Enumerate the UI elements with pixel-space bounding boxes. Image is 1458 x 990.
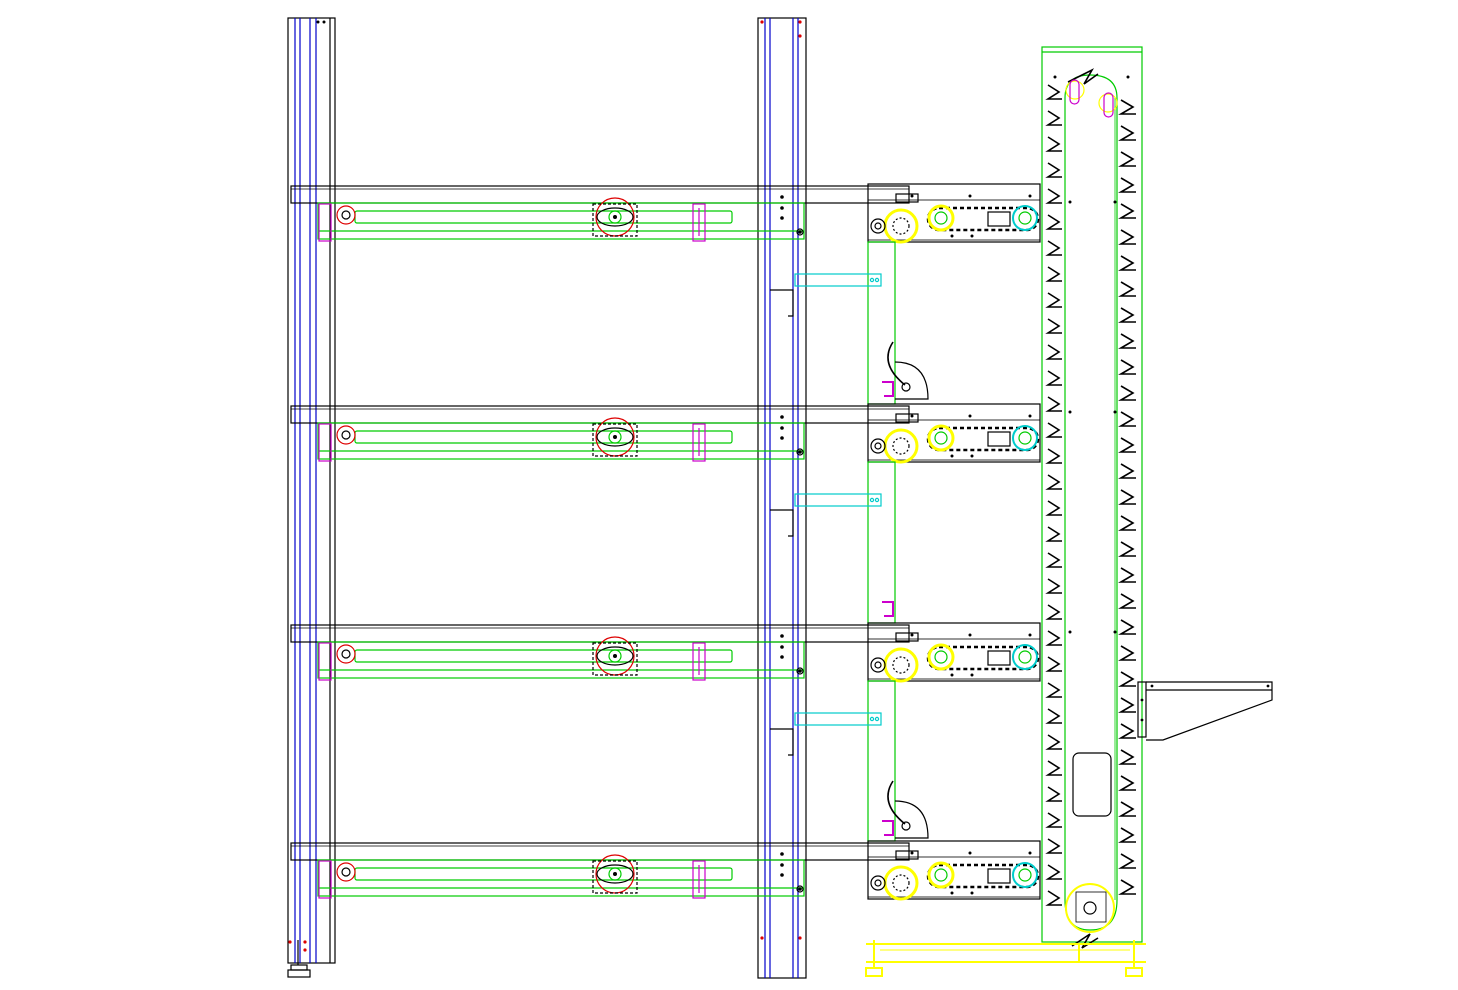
left-column	[287, 17, 336, 978]
conveyor-tier-4	[290, 840, 1041, 901]
conveyor-tiers	[290, 183, 1041, 901]
outfeed-chute	[1137, 681, 1273, 741]
middle-column	[757, 17, 807, 979]
conveyor-tier-1	[290, 183, 1041, 405]
elevator-chain-flights	[1045, 68, 1136, 949]
base-frame	[865, 940, 1146, 977]
conveyor-tier-2	[290, 403, 1041, 624]
conveyor-tier-3	[290, 622, 1041, 842]
vertical-elevator	[1041, 46, 1143, 949]
